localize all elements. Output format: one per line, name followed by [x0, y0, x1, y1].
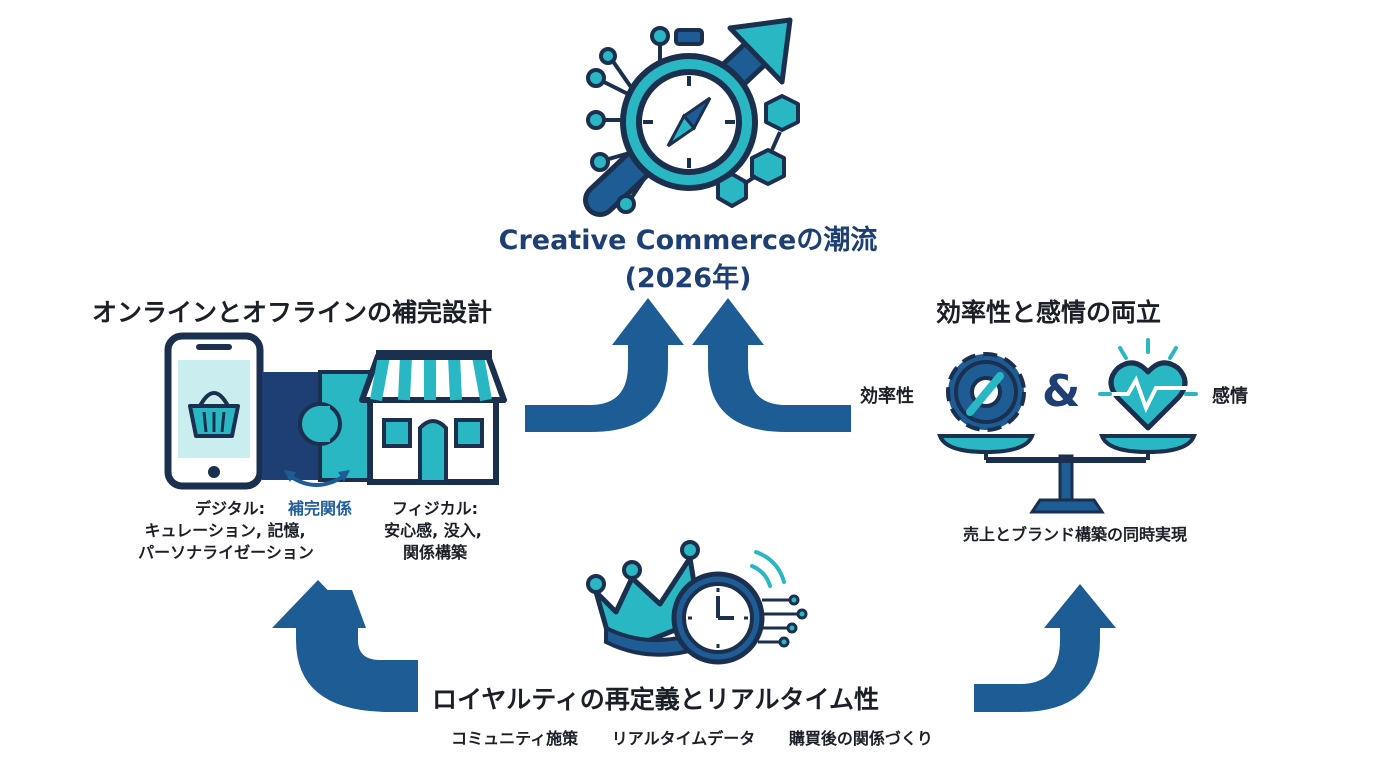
- storefront-icon: [359, 350, 507, 485]
- arrow-bottom-to-right: [974, 584, 1116, 712]
- compass-stopwatch-icon: [583, 17, 800, 217]
- efficiency-label: 効率性: [860, 386, 914, 407]
- right-caption: 売上とブランド構築の同時実現: [962, 525, 1187, 544]
- bottom-section-title: ロイヤルティの再定義とリアルタイム性: [432, 685, 880, 714]
- digital-line3: パーソナライゼーション: [138, 543, 314, 562]
- arrow-bottom-to-left-shape: [272, 580, 418, 712]
- bottom-item-post-purchase: 購買後の関係づくり: [788, 729, 933, 748]
- center-title-line2: (2026年): [624, 263, 752, 294]
- bottom-item-realtime-data: リアルタイムデータ: [611, 729, 756, 748]
- center-title-line1: Creative Commerceの潮流: [498, 225, 878, 256]
- gear-icon: [946, 352, 1026, 432]
- center-title: Creative Commerceの潮流 (2026年): [488, 222, 888, 298]
- arrow-right-to-center: [692, 298, 851, 432]
- digital-head: デジタル:: [194, 499, 266, 518]
- heart-pulse-icon: [1098, 338, 1198, 431]
- arrow-left-to-center: [525, 298, 684, 432]
- physical-line3: 関係構築: [402, 543, 467, 562]
- smartphone-basket-icon: [164, 332, 264, 490]
- physical-line2: 安心感, 没入,: [384, 521, 482, 540]
- right-section-title: 効率性と感情の両立: [936, 298, 1162, 327]
- puzzle-icon: [262, 370, 372, 482]
- balance-scale-icon: [937, 434, 1197, 514]
- left-section-title: オンラインとオフラインの補完設計: [92, 298, 493, 327]
- double-arrow-icon: [288, 474, 346, 487]
- bottom-items: コミュニティ施策 リアルタイムデータ 購買後の関係づくり: [412, 728, 972, 750]
- emotion-label: 感情: [1212, 386, 1248, 407]
- physical-head: フィジカル:: [391, 499, 479, 518]
- link-label: 補完関係: [287, 499, 352, 518]
- ampersand: &: [1042, 366, 1081, 417]
- bottom-item-community: コミュニティ施策: [451, 729, 579, 748]
- clock-icon: [671, 550, 808, 665]
- digital-line2: キュレーション, 記憶,: [144, 521, 306, 540]
